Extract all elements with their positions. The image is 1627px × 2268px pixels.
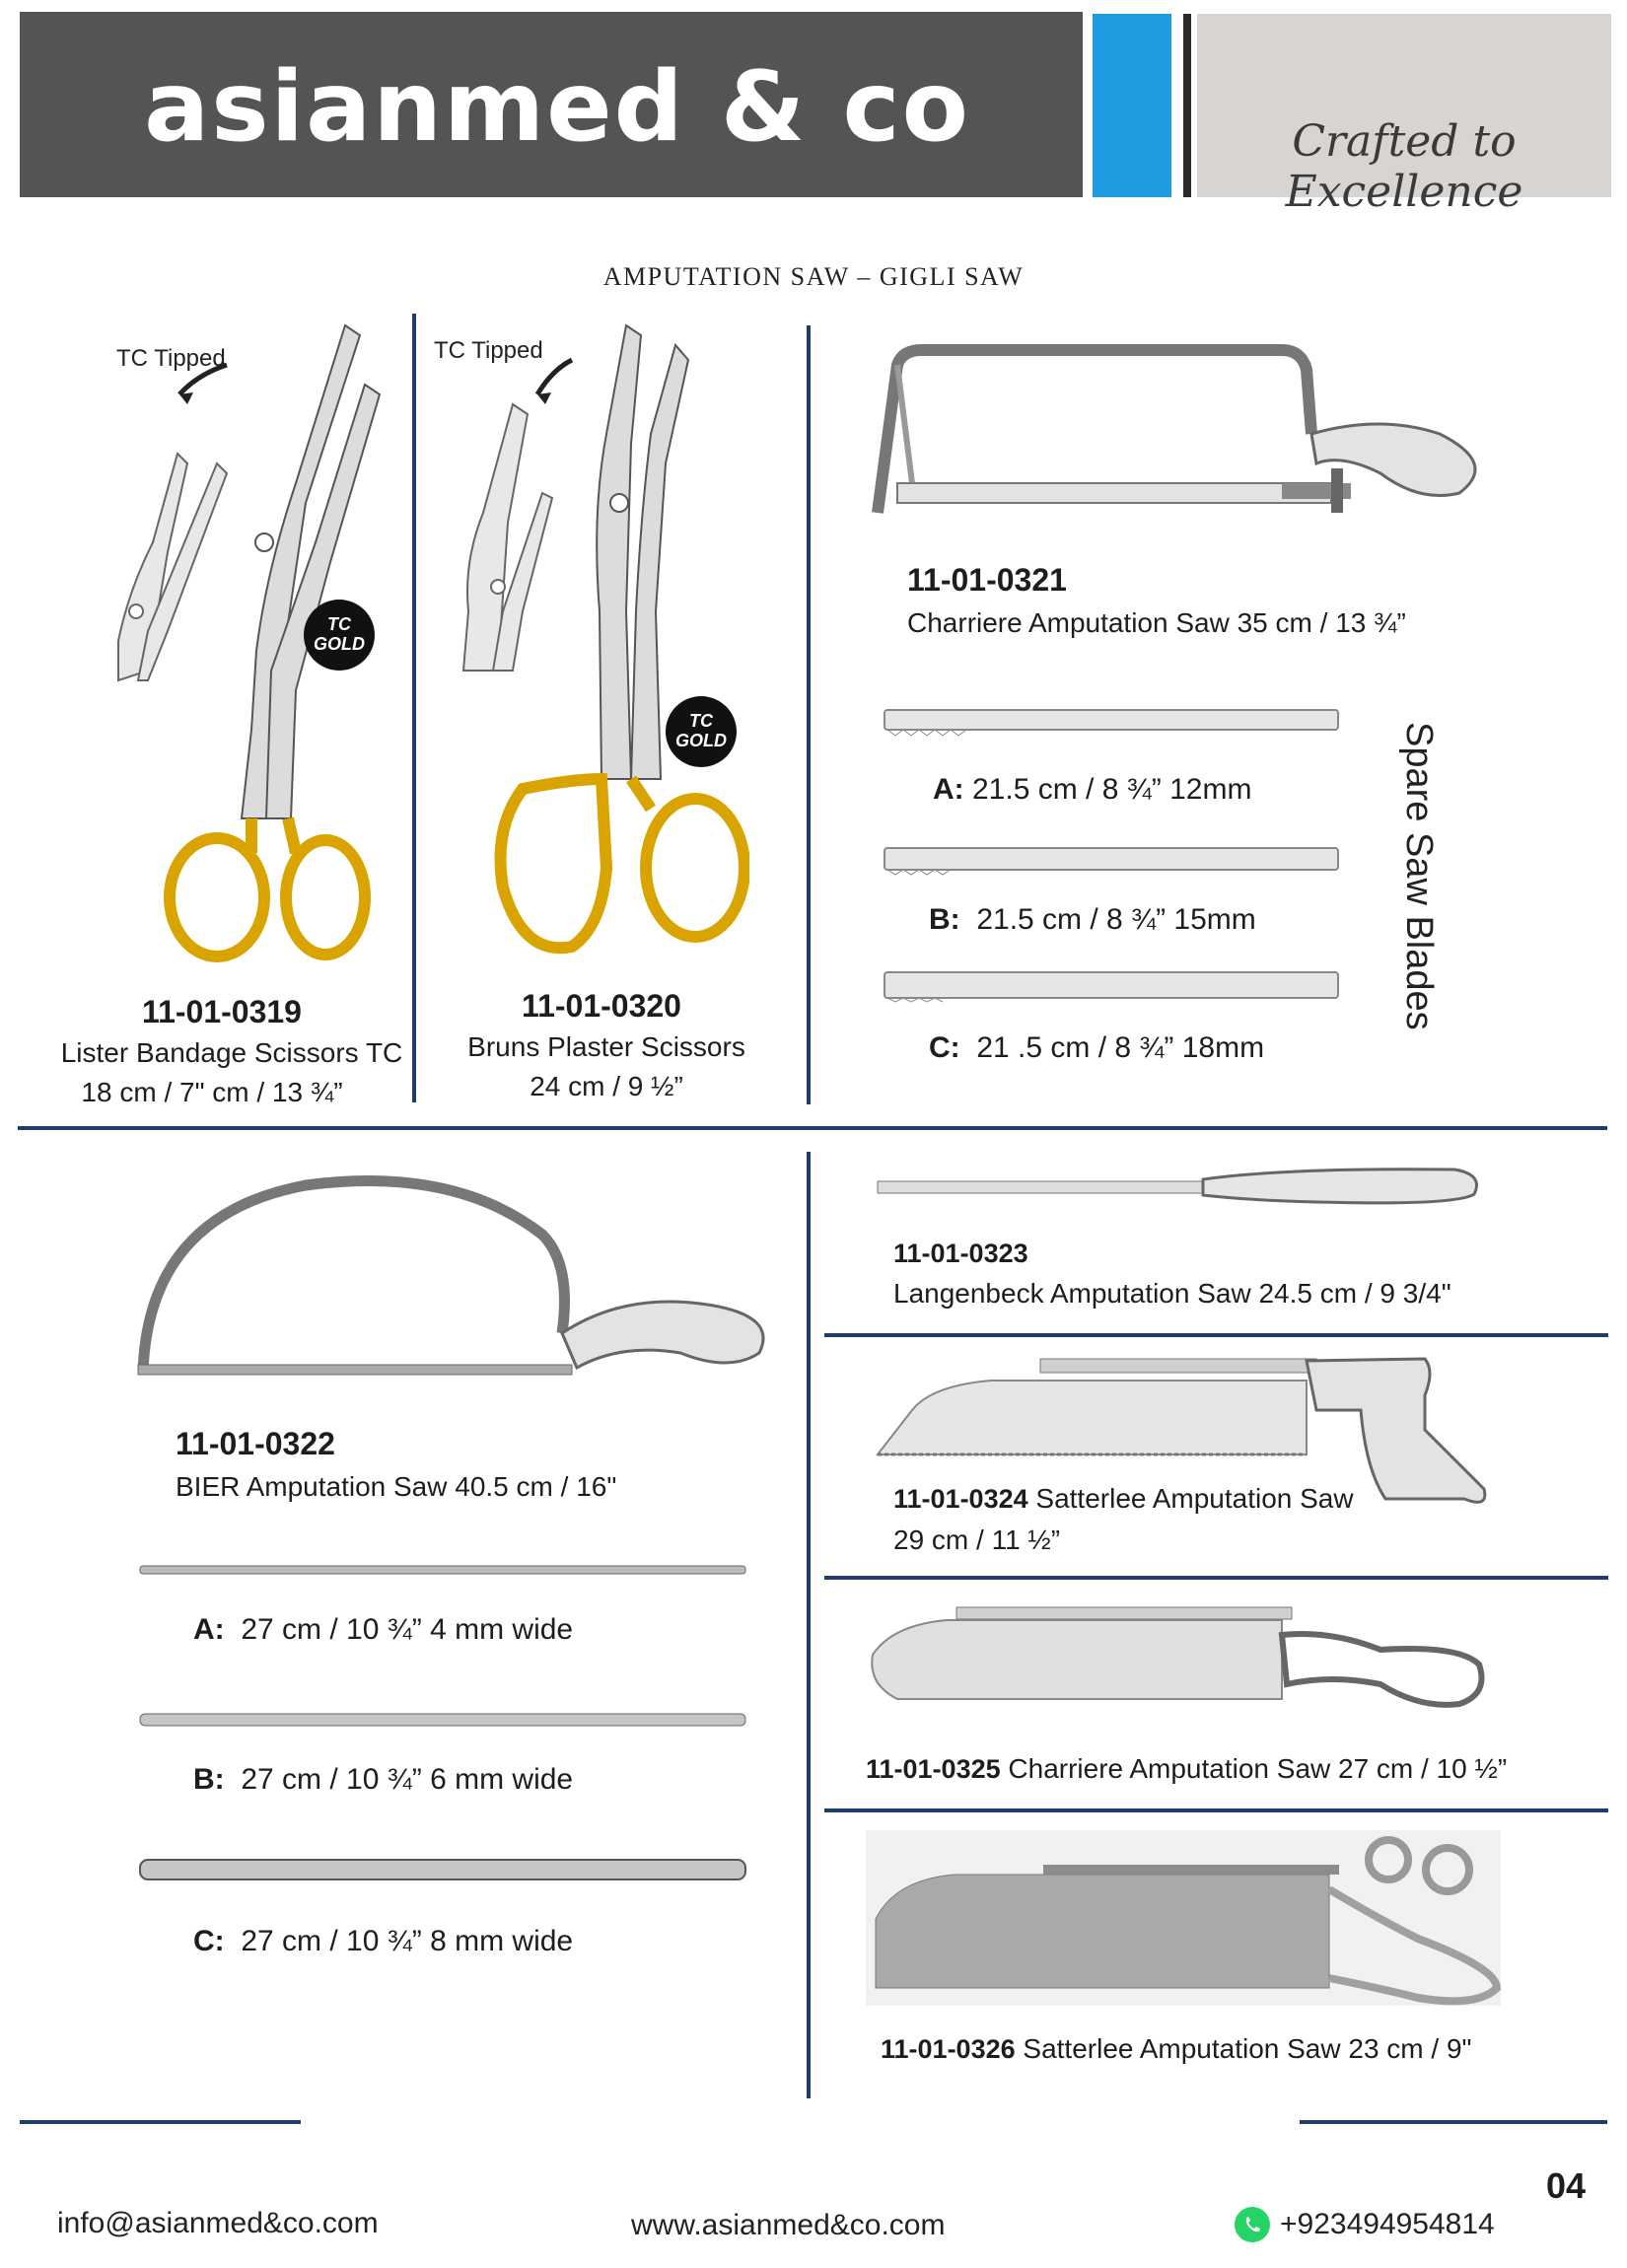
footer-phone: +923494954814 xyxy=(1280,2208,1495,2240)
section-title: AMPUTATION SAW – GIGLI SAW xyxy=(602,262,1025,291)
product-code: 11-01-0323 xyxy=(893,1239,1028,1268)
blade-spec: 27 cm / 10 ¾” 8 mm wide xyxy=(241,1925,574,1957)
blade-option-b: B: 21.5 cm / 8 ¾” 15mm xyxy=(929,903,1256,937)
langenbeck-saw-image xyxy=(877,1168,1478,1205)
product-name: Satterlee Amputation Saw xyxy=(1035,1483,1354,1514)
footer-rule xyxy=(20,2120,301,2124)
blade-letter: A: xyxy=(193,1613,225,1646)
bier-blade-a-image xyxy=(139,1565,746,1575)
header-banner xyxy=(20,12,1083,197)
blade-spec: 21 .5 cm / 8 ¾” 18mm xyxy=(976,1031,1265,1064)
tc-tipped-label: TC Tipped xyxy=(116,345,226,372)
bruns-scissors-image xyxy=(461,323,749,955)
product-size: 29 cm / 11 ½” xyxy=(893,1524,1061,1555)
spare-blade-a-image xyxy=(884,709,1339,737)
header-accent-bar xyxy=(1093,14,1171,197)
blade-option-b: B: 27 cm / 10 ¾” 6 mm wide xyxy=(193,1763,573,1797)
brand-logo: asianmed & co xyxy=(144,51,970,164)
product-name: Langenbeck Amputation Saw 24.5 cm / 9 3/… xyxy=(893,1278,1451,1309)
blade-letter: B: xyxy=(193,1763,225,1796)
satterlee-saw-image xyxy=(875,1357,1487,1504)
blade-spec: 21.5 cm / 8 ¾” 15mm xyxy=(976,903,1256,936)
product-code: 11-01-0326 xyxy=(881,2034,1016,2064)
product-divider xyxy=(824,1576,1608,1580)
product-title: 11-01-0325 Charriere Amputation Saw 27 c… xyxy=(866,1753,1507,1785)
product-code: 11-01-0321 xyxy=(907,562,1067,598)
footer-email[interactable]: info@asianmed&co.com xyxy=(57,2207,379,2239)
page-number: 04 xyxy=(1546,2165,1587,2206)
product-name: Satterlee Amputation Saw 23 cm / 9" xyxy=(1023,2033,1472,2064)
product-code: 11-01-0325 xyxy=(866,1754,1001,1784)
product-code: 11-01-0320 xyxy=(522,988,681,1024)
bier-saw-image xyxy=(137,1175,765,1376)
blade-spec: 27 cm / 10 ¾” 6 mm wide xyxy=(241,1763,574,1796)
product-size: 18 cm / 7" cm / 13 ¾” xyxy=(81,1077,343,1107)
tc-gold-badge: TC GOLD xyxy=(304,600,375,671)
product-title: 11-01-0326 Satterlee Amputation Saw 23 c… xyxy=(881,2033,1471,2065)
blade-letter: C: xyxy=(193,1925,225,1957)
lister-scissors-image xyxy=(117,323,382,962)
bier-blade-c-image xyxy=(139,1859,746,1880)
bier-blade-b-image xyxy=(139,1713,746,1727)
tagline: Crafted to Excellence xyxy=(1285,116,1523,217)
tagline-panel xyxy=(1197,14,1611,197)
charriere-saw-image xyxy=(872,344,1477,514)
column-divider xyxy=(807,325,811,1104)
footer-rule xyxy=(1300,2120,1607,2124)
column-divider xyxy=(807,1152,811,2098)
blade-option-c: C: 21 .5 cm / 8 ¾” 18mm xyxy=(929,1031,1264,1065)
badge-text-bottom: GOLD xyxy=(675,731,727,750)
product-name: Lister Bandage Scissors TC xyxy=(60,1037,403,1068)
blade-option-a: A: 21.5 cm / 8 ¾” 12mm xyxy=(933,773,1251,807)
tc-tipped-label: TC Tipped xyxy=(434,337,543,364)
spare-blade-c-image xyxy=(884,971,1339,1003)
blade-spec: 27 cm / 10 ¾” 4 mm wide xyxy=(241,1613,574,1646)
product-code: 11-01-0322 xyxy=(176,1426,335,1461)
product-name: BIER Amputation Saw 40.5 cm / 16" xyxy=(176,1471,617,1502)
spare-blade-b-image xyxy=(884,847,1339,876)
header-divider xyxy=(1183,14,1191,197)
badge-text-top: TC xyxy=(689,711,713,732)
blade-letter: B: xyxy=(929,903,960,936)
section-divider xyxy=(18,1126,1607,1130)
product-divider xyxy=(824,1808,1608,1812)
blade-option-c: C: 27 cm / 10 ¾” 8 mm wide xyxy=(193,1925,573,1958)
product-name: Charriere Amputation Saw 27 cm / 10 ½” xyxy=(1008,1753,1508,1784)
blade-letter: C: xyxy=(929,1031,960,1064)
blade-letter: A: xyxy=(933,773,964,806)
product-title: 11-01-0324 Satterlee Amputation Saw xyxy=(893,1483,1354,1515)
footer-website[interactable]: www.asianmed&co.com xyxy=(631,2209,946,2241)
whatsapp-icon xyxy=(1235,2207,1270,2242)
blade-option-a: A: 27 cm / 10 ¾” 4 mm wide xyxy=(193,1613,573,1647)
footer-phone-group[interactable]: +923494954814 xyxy=(1235,2207,1495,2242)
product-name: Bruns Plaster Scissors xyxy=(467,1031,745,1062)
blade-spec: 21.5 cm / 8 ¾” 12mm xyxy=(972,773,1252,806)
product-size: 24 cm / 9 ½” xyxy=(530,1071,683,1101)
tc-gold-badge: TC GOLD xyxy=(666,696,737,767)
badge-text-top: TC xyxy=(327,614,351,635)
product-divider xyxy=(824,1333,1608,1337)
product-code: 11-01-0324 xyxy=(893,1484,1028,1514)
column-divider xyxy=(412,314,416,1102)
product-name: Charriere Amputation Saw 35 cm / 13 ¾” xyxy=(907,607,1406,638)
charriere-small-saw-image xyxy=(871,1606,1485,1708)
satterlee-photo-image xyxy=(866,1830,1501,2006)
badge-text-bottom: GOLD xyxy=(314,634,365,654)
spare-blades-label: Spare Saw Blades xyxy=(1398,722,1440,1030)
product-code: 11-01-0319 xyxy=(142,994,302,1029)
